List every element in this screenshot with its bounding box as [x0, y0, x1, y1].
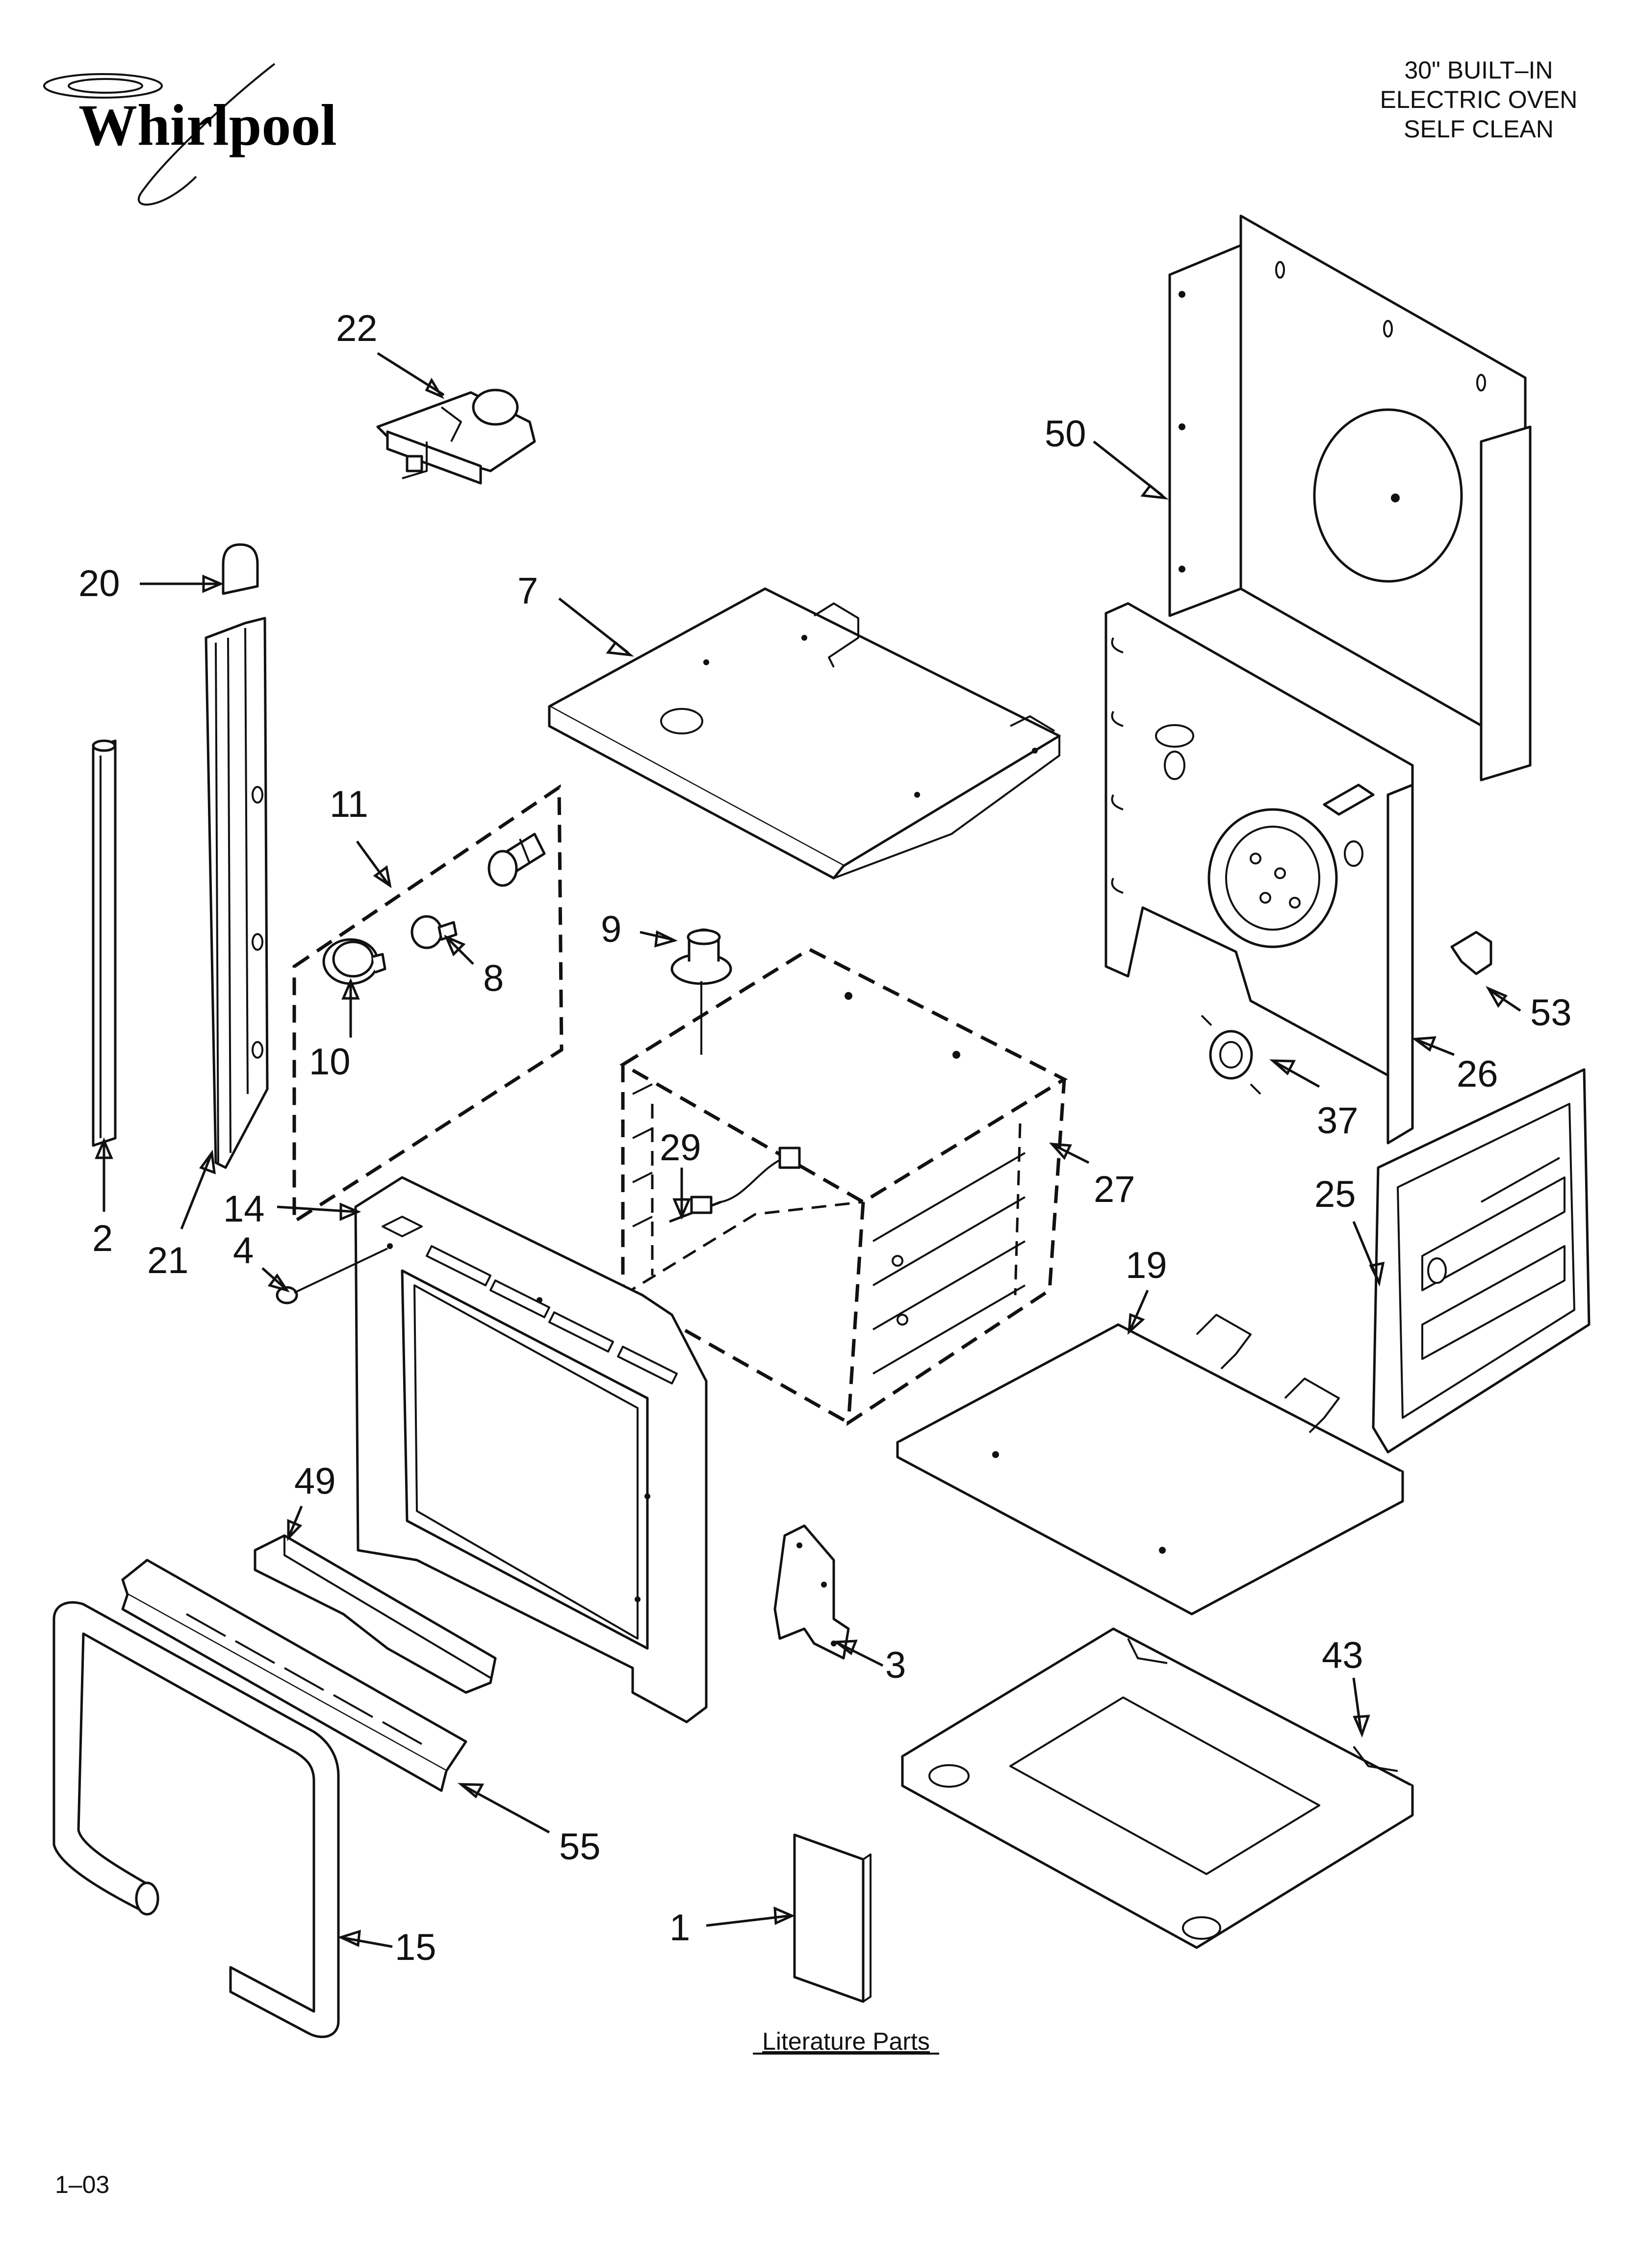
part-43-bottom-tray — [901, 1627, 1414, 1949]
part-3-bracket — [773, 1524, 850, 1660]
part-8-lamp-bulb — [410, 915, 458, 949]
footer-date-code: 1–03 — [55, 2171, 109, 2198]
callout-22: 22 — [336, 308, 378, 349]
callout-7: 7 — [517, 570, 538, 612]
callout-43: 43 — [1322, 1635, 1363, 1676]
callout-9: 9 — [601, 909, 621, 950]
callout-10: 10 — [309, 1041, 351, 1083]
part-2-side-trim — [92, 739, 117, 1147]
callout-numbers: 22 20 2 21 11 8 10 7 9 27 29 50 53 26 37… — [78, 308, 1572, 1968]
part-11-light-assembly — [292, 784, 564, 1225]
callout-37: 37 — [1317, 1100, 1359, 1142]
part-49-vent-trim — [254, 1534, 497, 1694]
callout-21: 21 — [147, 1240, 189, 1281]
callout-15: 15 — [395, 1927, 436, 1968]
part-21-frame-rail — [205, 617, 269, 1169]
cavity-rack-guides — [632, 1083, 1026, 1375]
callout-1: 1 — [669, 1907, 690, 1949]
literature-parts-label: Literature Parts — [762, 2028, 930, 2055]
callout-50: 50 — [1045, 413, 1086, 455]
part-37-thermal-limit — [1201, 1015, 1261, 1095]
callout-19: 19 — [1126, 1245, 1167, 1286]
callout-2: 2 — [92, 1218, 113, 1259]
callout-55: 55 — [559, 1826, 601, 1868]
leader-lines — [95, 352, 1521, 1948]
model-header: 30" BUILT–IN ELECTRIC OVEN SELF CLEAN — [1380, 56, 1578, 143]
callout-53: 53 — [1530, 992, 1572, 1034]
callout-26: 26 — [1457, 1053, 1498, 1095]
part-29-probe-wire — [669, 1147, 801, 1223]
header-line-3: SELF CLEAN — [1404, 115, 1554, 143]
part-15-door-gasket — [52, 1601, 340, 2038]
part-19-bottom-panel — [896, 1314, 1404, 1616]
callout-20: 20 — [78, 563, 120, 604]
callout-4: 4 — [233, 1230, 254, 1272]
part-4-screw — [276, 1248, 388, 1304]
part-20-end-cap — [222, 543, 259, 595]
callout-8: 8 — [483, 958, 504, 999]
header-line-2: ELECTRIC OVEN — [1380, 86, 1578, 113]
callout-29: 29 — [660, 1127, 701, 1169]
brand-name: Whirlpool — [78, 92, 337, 157]
callout-27: 27 — [1094, 1169, 1135, 1210]
part-9-sensor — [670, 928, 732, 1055]
part-25-side-panel — [1372, 1068, 1591, 1454]
part-7-top-panel — [548, 587, 1061, 880]
callout-49: 49 — [294, 1460, 336, 1502]
part-11-lamp-socket — [487, 833, 546, 887]
whirlpool-logo: Whirlpool — [43, 63, 337, 206]
part-55-vent-panel — [121, 1559, 467, 1792]
part-22-door-latch — [376, 389, 536, 485]
callout-25: 25 — [1314, 1173, 1356, 1215]
callout-11: 11 — [330, 783, 368, 825]
part-1-literature — [793, 1833, 872, 2003]
part-10-lamp-lens — [322, 938, 386, 985]
callout-14: 14 — [223, 1188, 265, 1230]
header-line-1: 30" BUILT–IN — [1404, 56, 1553, 84]
part-14-front-frame — [354, 1176, 708, 1723]
part-53-clip — [1450, 931, 1492, 975]
part-26-rear-cavity-panel — [1104, 602, 1414, 1145]
callout-3: 3 — [885, 1644, 906, 1686]
part-50-rear-panel — [1168, 214, 1532, 782]
